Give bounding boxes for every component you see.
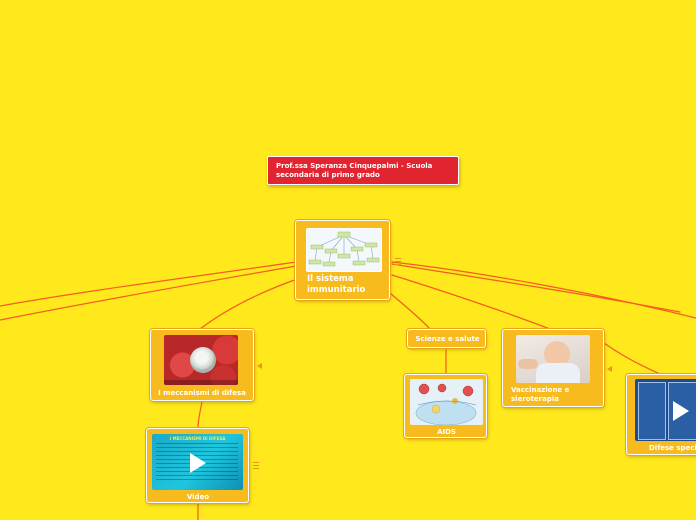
node-scienze-salute-label: Scienze e salute <box>415 335 480 343</box>
node-difese-specifiche[interactable]: Difese speci <box>626 374 696 455</box>
video-thumbnail-heading: I MECCANISMI DI DIFESA <box>169 436 226 441</box>
white-blood-cell-image <box>164 335 238 385</box>
diagram-panel-left <box>638 382 666 440</box>
connector-left-upper <box>0 261 297 307</box>
node-video-label: Video <box>186 493 210 501</box>
connector-right-1 <box>391 263 681 313</box>
image-caption-strip <box>164 380 238 385</box>
node-aids[interactable]: AIDS <box>404 374 487 438</box>
central-node-label: Il sistema immunitario <box>307 274 366 295</box>
title-box[interactable]: Prof.ssa Speranza Cinquepalmi - Scuola s… <box>267 156 459 185</box>
specific-defense-diagram <box>635 379 696 441</box>
connector-right-2 <box>391 261 696 319</box>
vaccination-photo <box>516 335 590 383</box>
difesa-link-icon[interactable] <box>257 363 262 369</box>
mindmap-thumbnail <box>306 228 382 272</box>
node-meccanismi-difesa[interactable]: I meccanismi di difesa <box>150 329 254 401</box>
video-thumbnail: I MECCANISMI DI DIFESA <box>152 434 243 490</box>
central-note-icon[interactable] <box>395 258 401 265</box>
hiv-diagram-image <box>410 379 483 425</box>
node-difese-specifiche-label: Difese speci <box>649 444 696 452</box>
hiv-diagram-graphic <box>415 383 477 425</box>
node-video[interactable]: I MECCANISMI DI DIFESA Video <box>146 428 249 503</box>
vaccinazione-link-icon[interactable] <box>607 366 612 372</box>
connector-difesa-video <box>197 401 203 429</box>
node-meccanismi-difesa-label: I meccanismi di difesa <box>158 389 246 397</box>
node-aids-label: AIDS <box>437 428 456 436</box>
connector-left-lower <box>0 265 297 321</box>
title-box-text: Prof.ssa Speranza Cinquepalmi - Scuola s… <box>276 162 433 179</box>
connector-to-vaccinazione <box>391 274 551 330</box>
node-scienze-salute[interactable]: Scienze e salute <box>407 329 486 348</box>
connector-to-difesa <box>199 277 301 330</box>
video-note-icon[interactable] <box>253 462 259 469</box>
white-blood-cell <box>190 347 216 373</box>
connector-to-difese-spec <box>599 339 661 375</box>
connector-to-scienze <box>389 292 431 330</box>
central-node[interactable]: Il sistema immunitario <box>295 220 390 300</box>
mindmap-thumbnail-graphic <box>308 231 380 267</box>
hand-figure <box>518 359 538 369</box>
child-shirt <box>536 363 580 383</box>
node-vaccinazione[interactable]: Vaccinazione e sieroterapia <box>502 329 604 407</box>
play-icon[interactable] <box>190 453 206 473</box>
play-icon-difese[interactable] <box>673 401 689 421</box>
child-figure <box>544 341 570 367</box>
node-vaccinazione-label: Vaccinazione e sieroterapia <box>511 386 570 403</box>
